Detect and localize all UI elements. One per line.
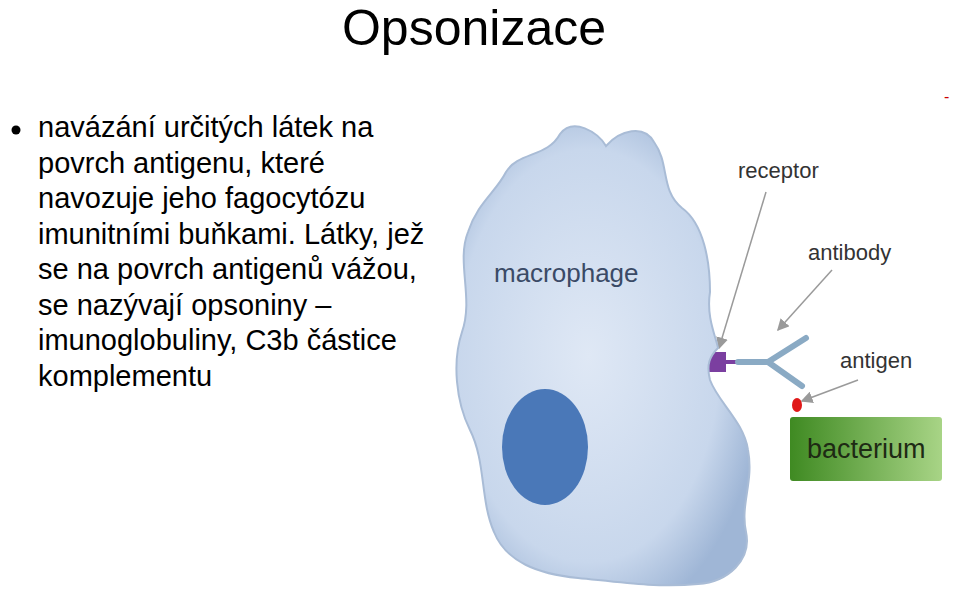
macrophage-cell: macrophage [448,112,778,592]
bullet-text: navázání určitých látek na povrch antige… [38,110,438,394]
slide-title: Opsonizace [0,2,948,54]
nucleus [502,389,588,505]
node-text-group: bacterium [807,433,926,465]
box-fill [790,417,942,481]
leader-line [719,192,766,348]
callout-label: antigen [840,348,912,374]
leader-line [778,270,832,330]
node-text-group: macrophage [494,258,639,289]
cell-outline [448,112,778,592]
antigen-dot [792,398,802,412]
leader-line [802,380,858,401]
receptor-stalk [726,360,736,364]
node-label: bacterium [807,433,926,465]
node-label: macrophage [494,258,639,289]
cell-membrane [456,126,749,585]
callout-label: receptor [738,158,819,184]
callout-label: antibody [808,240,891,266]
corner-mark: - [944,88,949,106]
bacterium-box: bacterium [790,417,942,481]
bullet-dot [12,126,21,135]
antibody-symbol [738,338,806,386]
